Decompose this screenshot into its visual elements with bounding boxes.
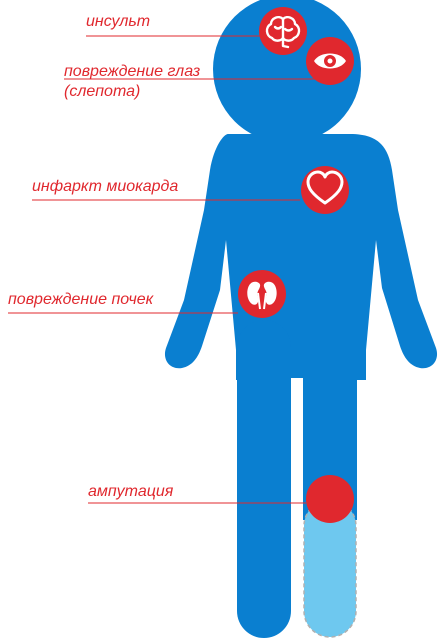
heart-attack-label: инфаркт миокарда <box>32 177 178 197</box>
leg-gap <box>291 378 303 640</box>
eye-damage-label: повреждение глаз (слепота) <box>64 62 200 102</box>
torso <box>165 134 437 380</box>
eye-damage-label-line2: (слепота) <box>64 82 200 102</box>
stroke-label: инсульт <box>86 12 150 32</box>
amputation-label: ампутация <box>88 482 173 502</box>
kidney-icon <box>238 270 286 318</box>
heart-icon <box>301 166 349 214</box>
amputation-marker <box>306 475 354 523</box>
eye-icon <box>306 37 354 85</box>
left-leg <box>237 320 291 638</box>
brain-icon <box>259 7 307 55</box>
kidney-damage-label: повреждение почек <box>8 290 153 310</box>
eye-damage-label-line1: повреждение глаз <box>64 62 200 82</box>
